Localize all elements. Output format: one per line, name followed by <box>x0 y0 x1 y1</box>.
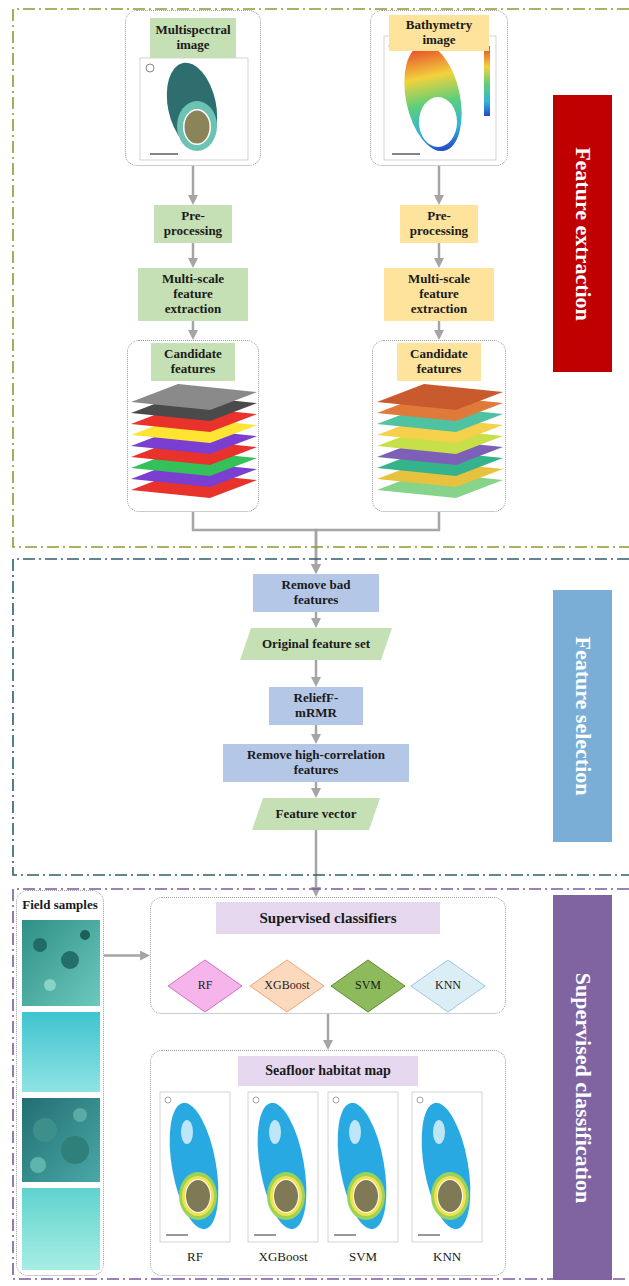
classifier-diamond: SVM <box>330 959 406 1013</box>
box-label: Multi-scale feature extraction <box>144 272 242 317</box>
section-frame: Feature extraction Multispectral image Bat… <box>12 8 629 548</box>
flow-arrow <box>315 782 318 790</box>
flow-arrow <box>438 166 441 197</box>
box-label: Pre-processing <box>160 209 226 239</box>
flow-arrow <box>192 243 195 260</box>
bathymetry-image <box>384 36 496 160</box>
image-panel: Field samples <box>16 890 104 1276</box>
flow-arrow <box>438 243 441 260</box>
flow-arrow <box>315 612 318 620</box>
box-label: ReliefF-mRMR <box>275 691 357 721</box>
section-frame: Supervised classificationField samplesSu… <box>12 888 629 1280</box>
habitat-maps <box>160 1092 482 1242</box>
panel-title: Seafloor habitat map <box>242 1063 414 1079</box>
image-panel: Candidate features <box>127 340 259 512</box>
panel-title-box: Candidate features <box>151 343 235 381</box>
classifier-label: RF <box>198 979 213 993</box>
panel-title: Candidate features <box>401 347 477 377</box>
map-label: KNN <box>433 1250 461 1265</box>
panel-title-box: Supervised classifiers <box>216 902 440 934</box>
flow-arrow <box>315 830 318 889</box>
box-label: Original feature set <box>256 637 376 652</box>
classifier-diamond: XGBoost <box>249 959 325 1013</box>
section-title: Supervised classification <box>570 972 595 1202</box>
classifier-label: XGBoost <box>264 979 309 993</box>
field-photos <box>22 920 100 1270</box>
box-label: Remove high-correlation features <box>229 748 403 778</box>
section-band: Supervised classification <box>553 895 612 1280</box>
process-box: ReliefF-mRMR <box>269 687 363 725</box>
panel-title: Field samples <box>22 898 98 913</box>
classifier-diamond: KNN <box>410 959 486 1013</box>
flow-arrow <box>327 1014 330 1042</box>
multispectral-image <box>140 58 248 160</box>
flow-arrow <box>192 321 195 332</box>
image-panel: Bathymetry image <box>370 10 508 166</box>
map-label: SVM <box>349 1250 377 1265</box>
section-border <box>12 8 629 548</box>
process-box: Remove bad features <box>253 574 379 612</box>
section-band: Feature extraction <box>553 95 612 372</box>
image-panel: Supervised classifiersRF XGBoost SVM KNN <box>150 897 506 1014</box>
flow-arrow <box>315 660 318 679</box>
candidate-layers <box>131 384 257 498</box>
image-panel: Candidate features <box>372 340 506 512</box>
data-parallelogram: Original feature set <box>240 628 392 660</box>
classifier-label: SVM <box>355 979 381 993</box>
section-band: Feature selection <box>553 590 612 842</box>
section-frame: Feature selection Remove bad featuresOrig… <box>12 558 629 876</box>
flow-arrow <box>438 321 441 332</box>
box-label: Remove bad features <box>259 578 373 608</box>
panel-title-box: Candidate features <box>397 343 481 381</box>
section-title: Feature extraction <box>570 147 595 321</box>
process-box: Pre-processing <box>154 205 232 243</box>
box-label: Feature vector <box>268 807 364 822</box>
flow-arrow <box>192 166 195 197</box>
map-panel: Seafloor habitat mapRF XGBoost SVM KNN <box>150 1050 506 1276</box>
classifier-label: KNN <box>435 979 461 993</box>
panel-title: Candidate features <box>155 347 231 377</box>
process-box: Pre-processing <box>400 205 478 243</box>
map-label: XGBoost <box>259 1250 308 1265</box>
flow-arrow <box>104 954 142 957</box>
panel-title: Bathymetry image <box>393 18 485 48</box>
flow-arrow <box>315 725 318 736</box>
candidate-layers <box>377 384 503 498</box>
flow-arrow <box>193 512 316 566</box>
panel-title: Multispectral image <box>154 23 232 53</box>
data-parallelogram: Feature vector <box>252 798 380 830</box>
process-box: Multi-scale feature extraction <box>384 268 494 321</box>
panel-title-box: Field samples <box>18 893 102 917</box>
process-box: Remove high-correlation features <box>223 744 409 782</box>
process-box: Multi-scale feature extraction <box>138 268 248 321</box>
panel-title: Supervised classifiers <box>220 910 436 927</box>
image-panel: Multispectral image <box>125 10 261 166</box>
map-label: RF <box>187 1250 203 1265</box>
panel-title-box: Bathymetry image <box>389 15 489 51</box>
section-title: Feature selection <box>570 636 595 795</box>
box-label: Pre-processing <box>406 209 472 239</box>
box-label: Multi-scale feature extraction <box>390 272 488 317</box>
panel-title-box: Multispectral image <box>150 18 236 58</box>
panel-title-box: Seafloor habitat map <box>238 1056 418 1086</box>
flow-arrow <box>316 512 439 566</box>
classifier-diamond: RF <box>167 959 243 1013</box>
